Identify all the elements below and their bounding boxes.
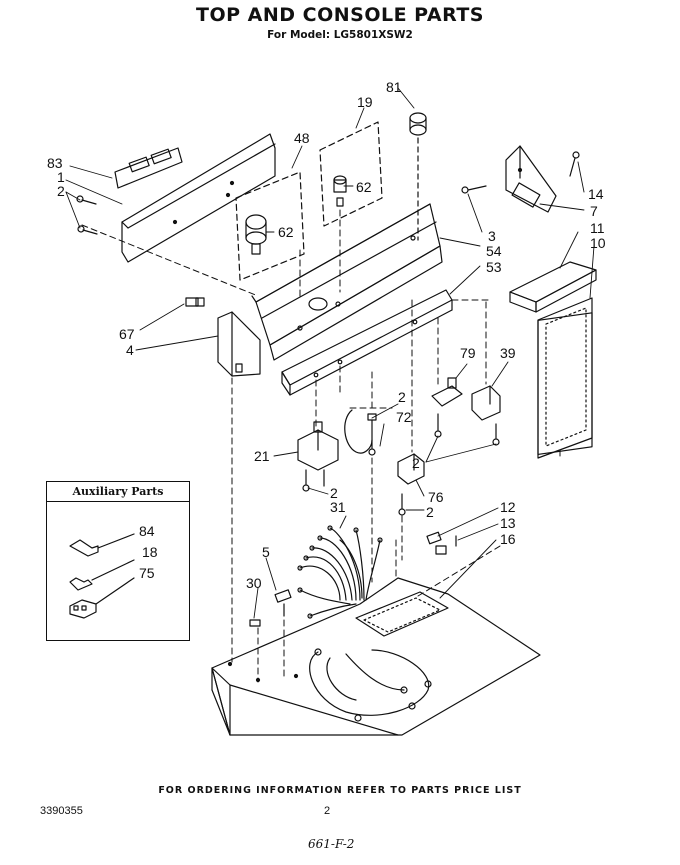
aux-part-84 [69, 533, 135, 557]
callout-84: 84 [139, 523, 155, 539]
callout-48: 48 [294, 130, 310, 146]
callout-2a: 2 [57, 183, 65, 199]
callout-2c: 2 [330, 485, 338, 501]
callout-1: 1 [57, 169, 65, 185]
callout-21: 21 [254, 448, 270, 464]
callout-83: 83 [47, 155, 63, 171]
callout-4: 4 [126, 342, 134, 358]
auxiliary-part-glyphs [69, 533, 135, 619]
part-5 [274, 589, 292, 617]
callout-62b: 62 [278, 224, 294, 240]
auxiliary-parts-title: Auxiliary Parts [47, 482, 189, 502]
wire-harness-31 [297, 525, 432, 722]
page-title: TOP AND CONSOLE PARTS [196, 4, 484, 26]
lint-screen-10 [509, 261, 597, 459]
part-30 [249, 619, 261, 627]
aux-part-18 [69, 559, 135, 591]
callout-2d: 2 [412, 455, 420, 471]
aux-part-75 [69, 577, 135, 619]
leader-lines [65, 87, 595, 619]
handwritten-note: 661-F-2 [308, 837, 355, 851]
auxiliary-parts-box: Auxiliary Parts [46, 481, 190, 641]
callout-53: 53 [486, 259, 502, 275]
callout-62a: 62 [356, 179, 372, 195]
knob-group-48 [235, 171, 305, 281]
callout-19: 19 [357, 94, 373, 110]
assembly-lines [81, 209, 561, 683]
wire-72 [344, 409, 377, 456]
callout-54: 54 [486, 243, 502, 259]
callout-31: 31 [330, 499, 346, 515]
callout-76: 76 [428, 489, 444, 505]
callout-11: 11 [590, 220, 605, 236]
callout-2b: 2 [398, 389, 406, 405]
screws-3-14 [461, 151, 580, 194]
callout-81: 81 [386, 79, 402, 95]
callout-79: 79 [460, 345, 476, 361]
callout-39: 39 [500, 345, 516, 361]
page-number: 2 [324, 805, 331, 817]
rear-bracket-plate [121, 133, 276, 263]
model-subtitle: For Model: LG5801XSW2 [267, 29, 413, 41]
bracket-83 [114, 147, 183, 189]
end-bracket-7 [505, 145, 557, 213]
callout-72: 72 [396, 409, 412, 425]
callout-30: 30 [246, 575, 262, 591]
callout-2e: 2 [426, 504, 434, 520]
callout-67: 67 [119, 326, 135, 342]
callout-16: 16 [500, 531, 516, 547]
callout-18: 18 [142, 544, 158, 560]
switch-79 [431, 377, 463, 438]
end-cap-4 [217, 311, 261, 377]
callout-75: 75 [139, 565, 155, 581]
callout-13: 13 [500, 515, 516, 531]
top-panel [211, 577, 541, 736]
document-number: 3390355 [40, 805, 83, 817]
switch-39 [471, 385, 501, 446]
knob-81 [409, 112, 427, 241]
callout-5: 5 [262, 544, 270, 560]
callout-7: 7 [590, 203, 598, 219]
ordering-note: FOR ORDERING INFORMATION REFER TO PARTS … [158, 785, 522, 796]
console-panel-54 [251, 203, 443, 361]
knob-group-19 [319, 121, 383, 227]
callout-10: 10 [590, 235, 606, 251]
screws-2a [76, 195, 98, 235]
switch-76 [397, 453, 425, 516]
callout-14: 14 [588, 186, 604, 202]
clip-67 [185, 297, 205, 307]
timer-21 [297, 421, 339, 492]
part-12-13 [426, 531, 457, 555]
callout-12: 12 [500, 499, 516, 515]
callout-3: 3 [488, 228, 496, 244]
